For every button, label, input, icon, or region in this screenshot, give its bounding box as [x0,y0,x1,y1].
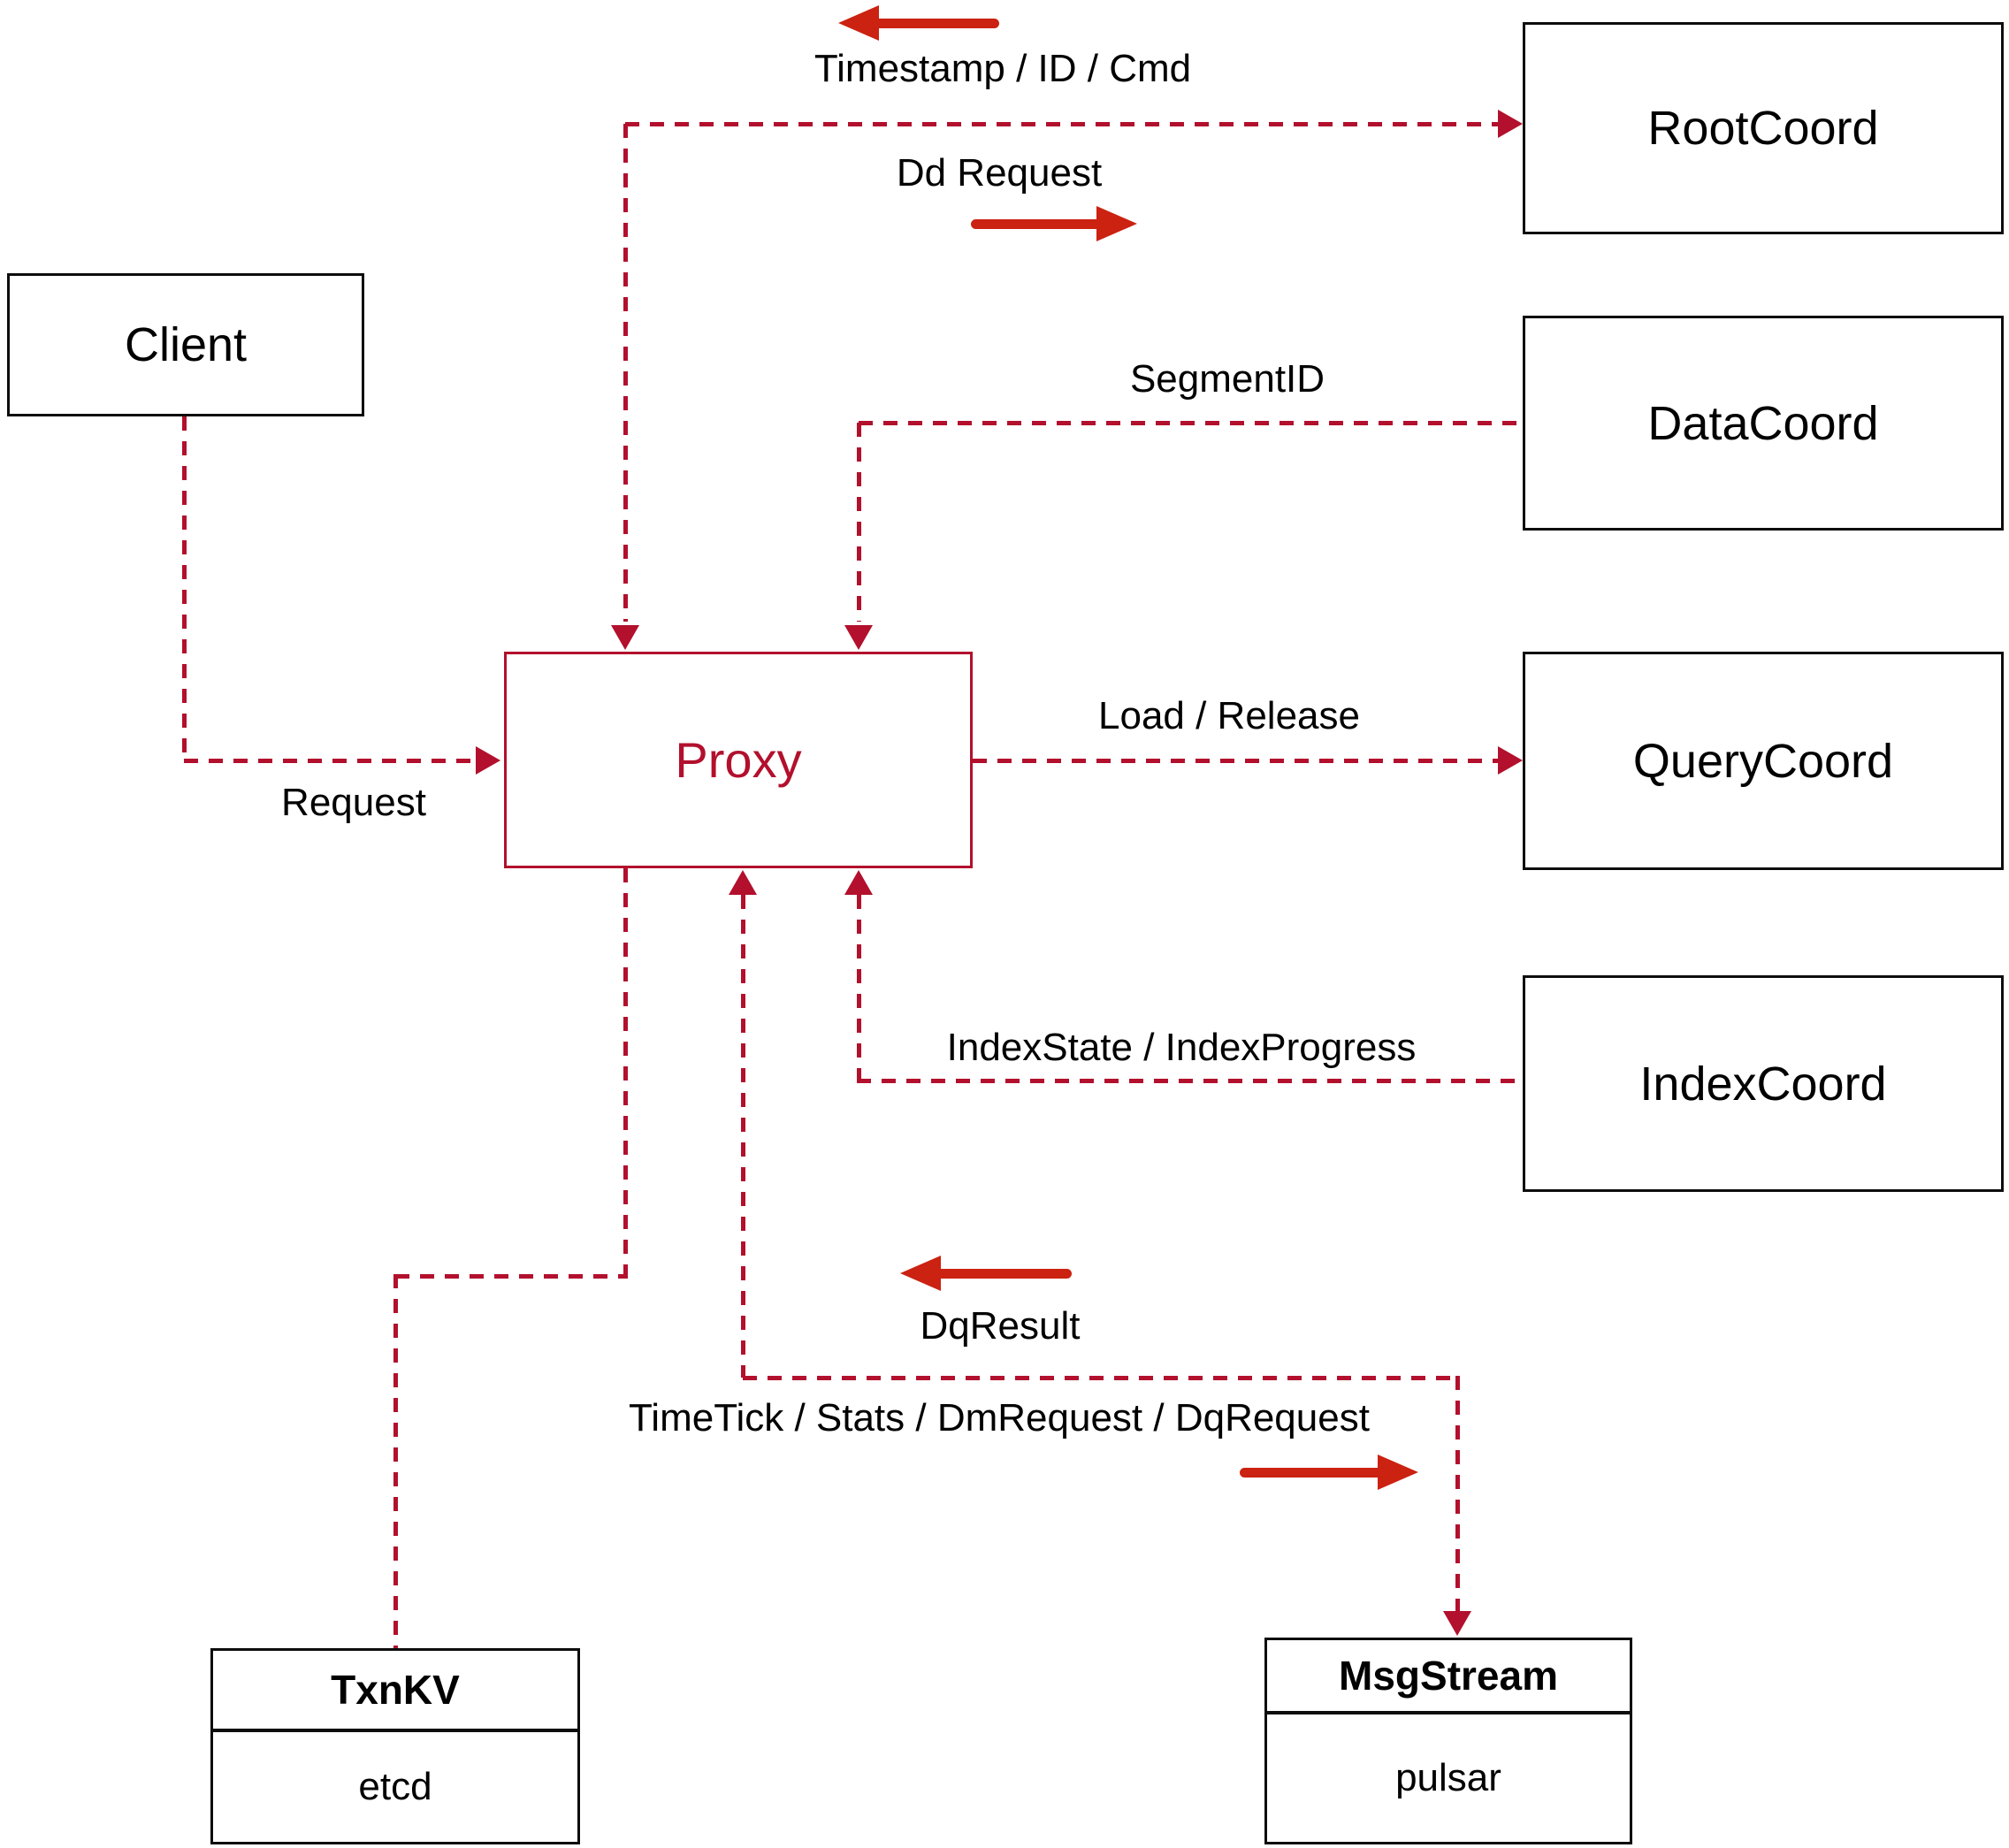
node-txnkv-impl-label: etcd [358,1765,432,1808]
node-msgstream-impl: pulsar [1267,1714,1630,1842]
arrowhead-into-proxy-left [476,746,500,775]
arrowhead-into-rootcoord [1498,110,1523,138]
node-rootcoord-label: RootCoord [1647,102,1879,155]
edge-proxy-msgstream-vertical-2 [1455,1376,1460,1611]
edge-proxy-msgstream-vertical-1 [741,895,745,1378]
arrowhead-into-proxy-bottom-middle [729,870,757,895]
label-timestamp-id-cmd: Timestamp / ID / Cmd [814,47,1192,90]
node-querycoord: QueryCoord [1523,652,2004,870]
arrowhead-into-msgstream [1443,1611,1471,1636]
arrowhead-into-proxy-top-left [611,625,639,650]
node-indexcoord: IndexCoord [1523,975,2004,1192]
label-segment-id: SegmentID [1129,357,1325,401]
node-txnkv-title-label: TxnKV [331,1667,460,1713]
node-txnkv: TxnKV etcd [210,1648,580,1844]
node-proxy-label: Proxy [675,732,802,788]
flow-arrow-timestamp-left [838,5,1001,41]
flow-arrow-shaft [872,19,999,28]
edge-indexcoord-horizontal [857,1079,1523,1083]
node-msgstream: MsgStream pulsar [1264,1638,1632,1844]
label-dq-result: DqResult [920,1304,1081,1348]
edge-datacoord-segmentid-horizontal [859,421,1523,425]
flow-arrow-shaft [971,219,1104,229]
edge-client-request-vertical [182,416,187,759]
node-txnkv-impl: etcd [213,1732,577,1842]
flow-arrow-shaft [1240,1468,1385,1478]
edge-proxy-txnkv-vertical-2 [393,1274,398,1648]
flow-arrow-shaft [934,1269,1072,1279]
arrowhead-into-proxy-top-right [844,625,873,650]
node-proxy: Proxy [504,652,973,868]
node-msgstream-title: MsgStream [1267,1640,1630,1714]
arrowhead-into-proxy-bottom-right [844,870,873,895]
label-dd-request: Dd Request [896,151,1103,195]
node-rootcoord: RootCoord [1523,22,2004,234]
flow-arrow-timetick-right [1238,1455,1418,1490]
edge-proxy-msgstream-horizontal [743,1376,1457,1380]
edge-proxy-txnkv-horizontal [395,1274,628,1279]
edge-rootcoord-proxy-vertical [623,124,628,622]
arrowhead-into-querycoord [1498,746,1523,775]
label-indexstate-indexprogress: IndexState / IndexProgress [946,1026,1417,1069]
edge-client-request-horizontal [184,759,473,763]
node-indexcoord-label: IndexCoord [1639,1057,1887,1111]
node-client-label: Client [124,318,248,371]
label-load-release: Load / Release [1098,694,1360,737]
edge-proxy-txnkv-vertical-1 [623,868,628,1276]
node-txnkv-title: TxnKV [213,1651,577,1732]
flow-arrow-dqresult-left [900,1256,1073,1291]
edge-proxy-querycoord-horizontal [973,759,1498,763]
edge-indexcoord-vertical [857,895,861,1079]
node-datacoord-label: DataCoord [1647,396,1879,450]
label-timetick-stats: TimeTick / Stats / DmRequest / DqRequest [629,1396,1370,1439]
node-client: Client [7,273,364,416]
label-request: Request [281,781,426,824]
node-querycoord-label: QueryCoord [1632,734,1894,788]
edge-datacoord-segmentid-vertical [857,423,861,622]
edge-proxy-rootcoord-horizontal [625,122,1498,126]
flow-arrow-dd-request-right [969,206,1137,241]
node-datacoord: DataCoord [1523,316,2004,531]
node-msgstream-impl-label: pulsar [1395,1756,1501,1799]
node-msgstream-title-label: MsgStream [1339,1653,1558,1699]
